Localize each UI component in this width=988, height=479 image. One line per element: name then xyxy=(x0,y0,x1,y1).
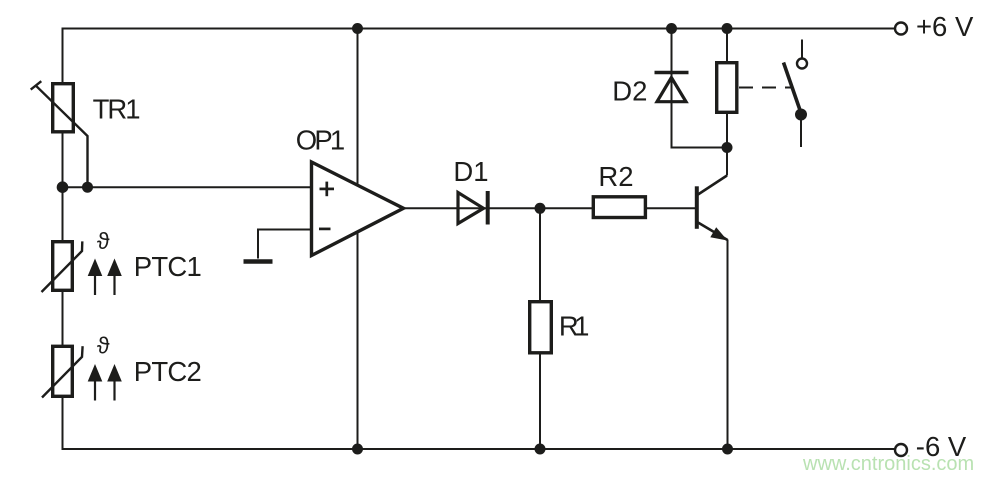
svg-text:-6 V: -6 V xyxy=(916,431,967,462)
svg-text:PTC2: PTC2 xyxy=(134,356,202,387)
svg-text:D2: D2 xyxy=(612,75,647,106)
svg-text:PTC1: PTC1 xyxy=(134,251,202,282)
svg-text:www.cntronics.com: www.cntronics.com xyxy=(802,453,974,475)
svg-text:ϑ: ϑ xyxy=(97,332,110,358)
svg-text:R2: R2 xyxy=(598,161,633,192)
svg-text:+6 V: +6 V xyxy=(916,11,974,42)
svg-text:TR1: TR1 xyxy=(93,94,141,125)
svg-text:D1: D1 xyxy=(453,156,488,187)
svg-text:OP1: OP1 xyxy=(296,125,346,156)
svg-text:ϑ: ϑ xyxy=(97,228,110,254)
svg-text:R1: R1 xyxy=(559,310,590,341)
